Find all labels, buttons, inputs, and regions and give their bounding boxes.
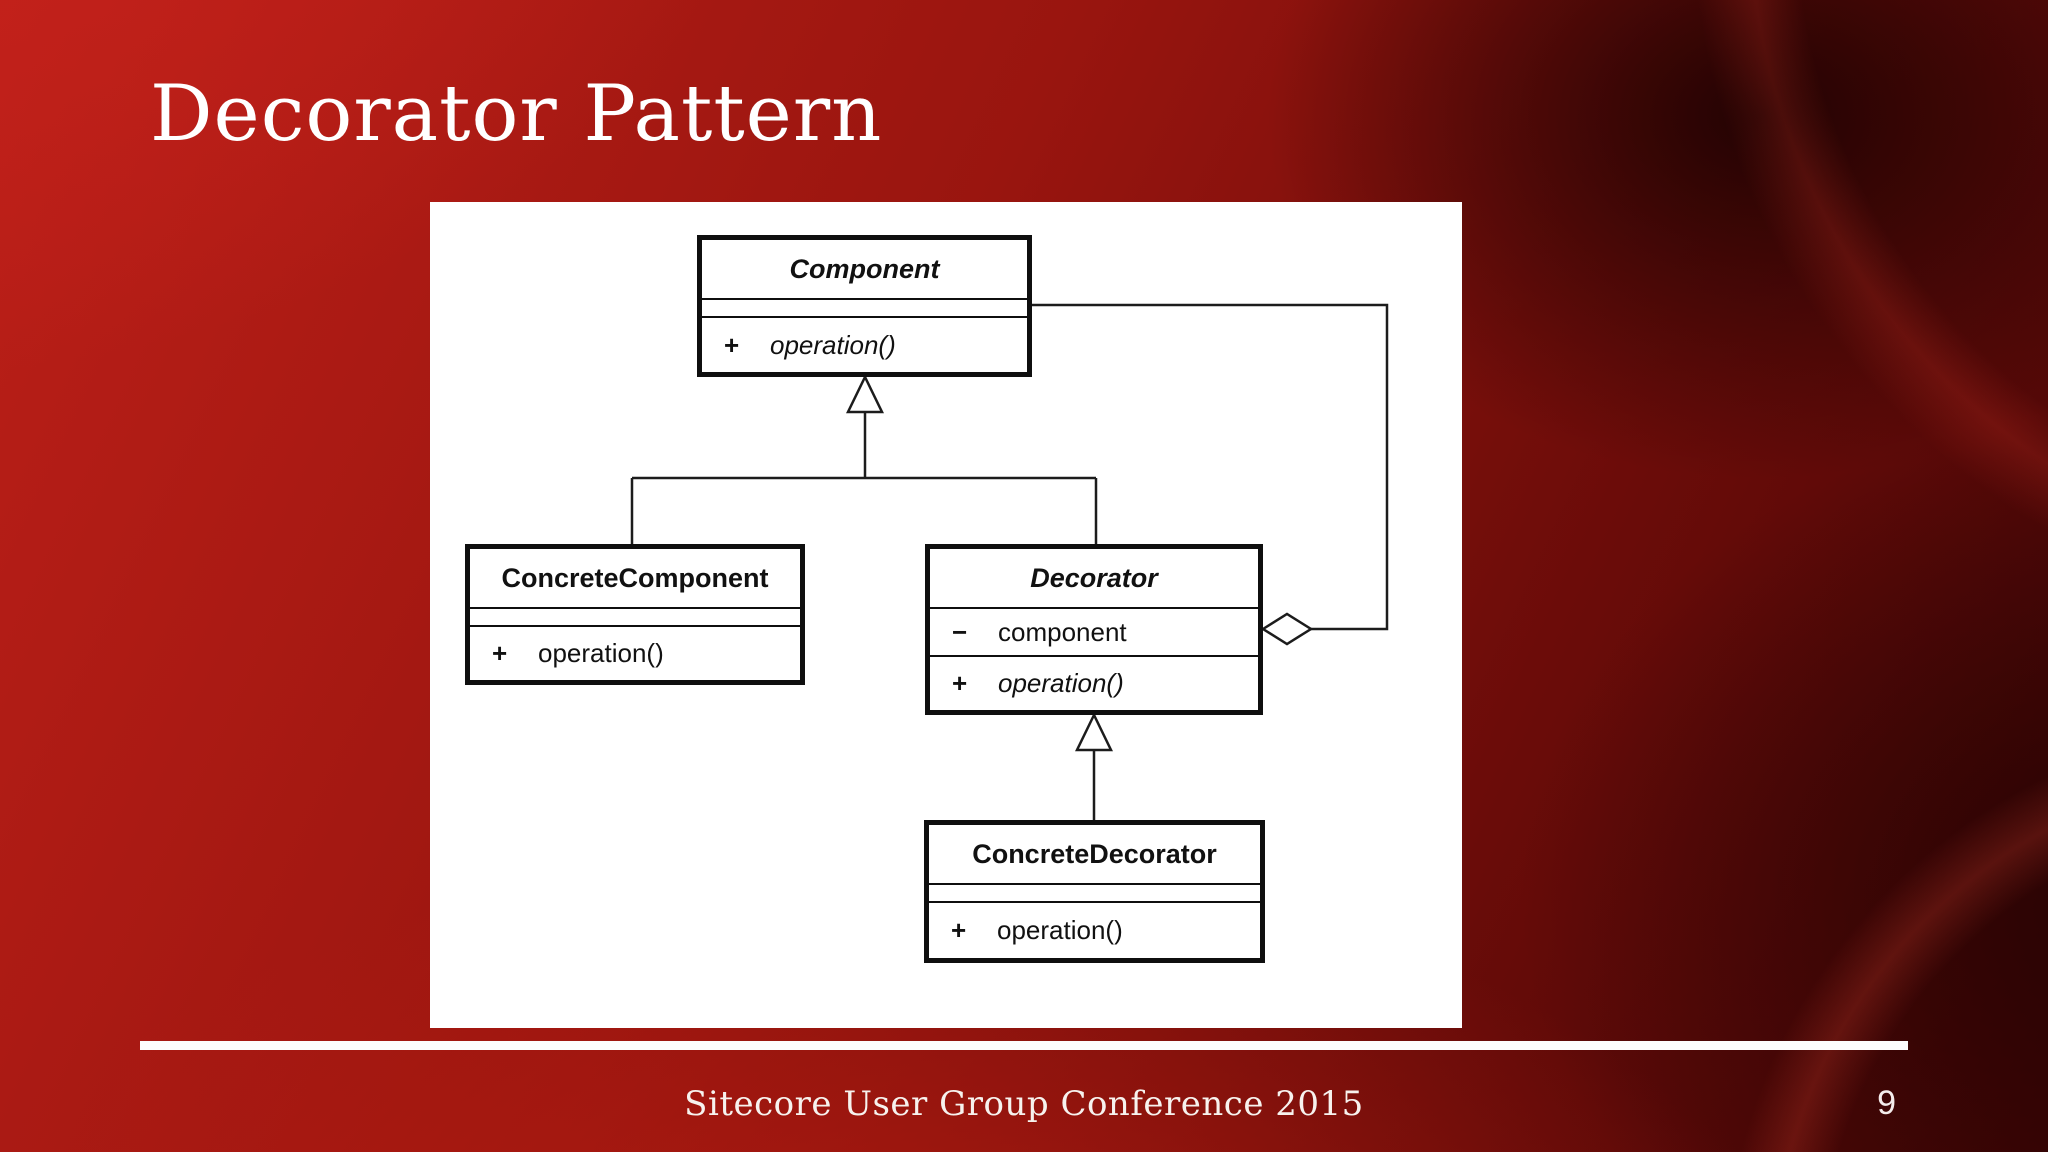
generalization-to-decorator xyxy=(1075,712,1113,820)
operations-section: + operation() xyxy=(930,657,1258,710)
attributes-section: − component xyxy=(930,607,1258,657)
operations-section: + operation() xyxy=(470,627,800,680)
uml-class-concrete-decorator: ConcreteDecorator + operation() xyxy=(924,820,1265,963)
attributes-section xyxy=(470,607,800,627)
uml-class-component: Component + operation() xyxy=(697,235,1032,377)
attributes-section xyxy=(929,883,1260,903)
uml-connector-lines xyxy=(630,303,1389,820)
slide-title: Decorator Pattern xyxy=(150,69,883,159)
footer-conference-label: Sitecore User Group Conference 2015 xyxy=(684,1084,1364,1124)
uml-diagram-panel: Component + operation() ConcreteComponen… xyxy=(430,202,1462,1028)
visibility-symbol: − xyxy=(952,616,968,647)
footer-divider-line xyxy=(140,1041,1908,1050)
hollow-diamond-icon xyxy=(1260,612,1314,646)
generalization-to-component xyxy=(630,374,1098,544)
class-name: ConcreteComponent xyxy=(501,562,769,593)
aggregation-decorator-component xyxy=(1032,303,1389,646)
visibility-symbol: + xyxy=(952,668,968,698)
operation-label: operation() xyxy=(998,668,1124,698)
hollow-triangle-icon xyxy=(846,374,884,414)
attribute-label: component xyxy=(998,616,1127,647)
operation-label: operation() xyxy=(538,638,664,668)
class-name: ConcreteDecorator xyxy=(972,838,1217,869)
uml-class-decorator: Decorator − component + operation() xyxy=(925,544,1263,715)
operations-section: + operation() xyxy=(702,318,1027,372)
visibility-symbol: + xyxy=(492,638,508,668)
visibility-symbol: + xyxy=(724,329,740,360)
operation-label: operation() xyxy=(770,329,896,360)
page-number: 9 xyxy=(1877,1084,1896,1122)
class-name: Component xyxy=(789,253,940,284)
uml-class-concrete-component: ConcreteComponent + operation() xyxy=(465,544,805,685)
visibility-symbol: + xyxy=(951,915,967,945)
operation-label: operation() xyxy=(997,915,1123,945)
operations-section: + operation() xyxy=(929,903,1260,958)
attributes-section xyxy=(702,298,1027,318)
hollow-triangle-icon xyxy=(1075,712,1113,752)
class-name: Decorator xyxy=(1030,562,1158,593)
